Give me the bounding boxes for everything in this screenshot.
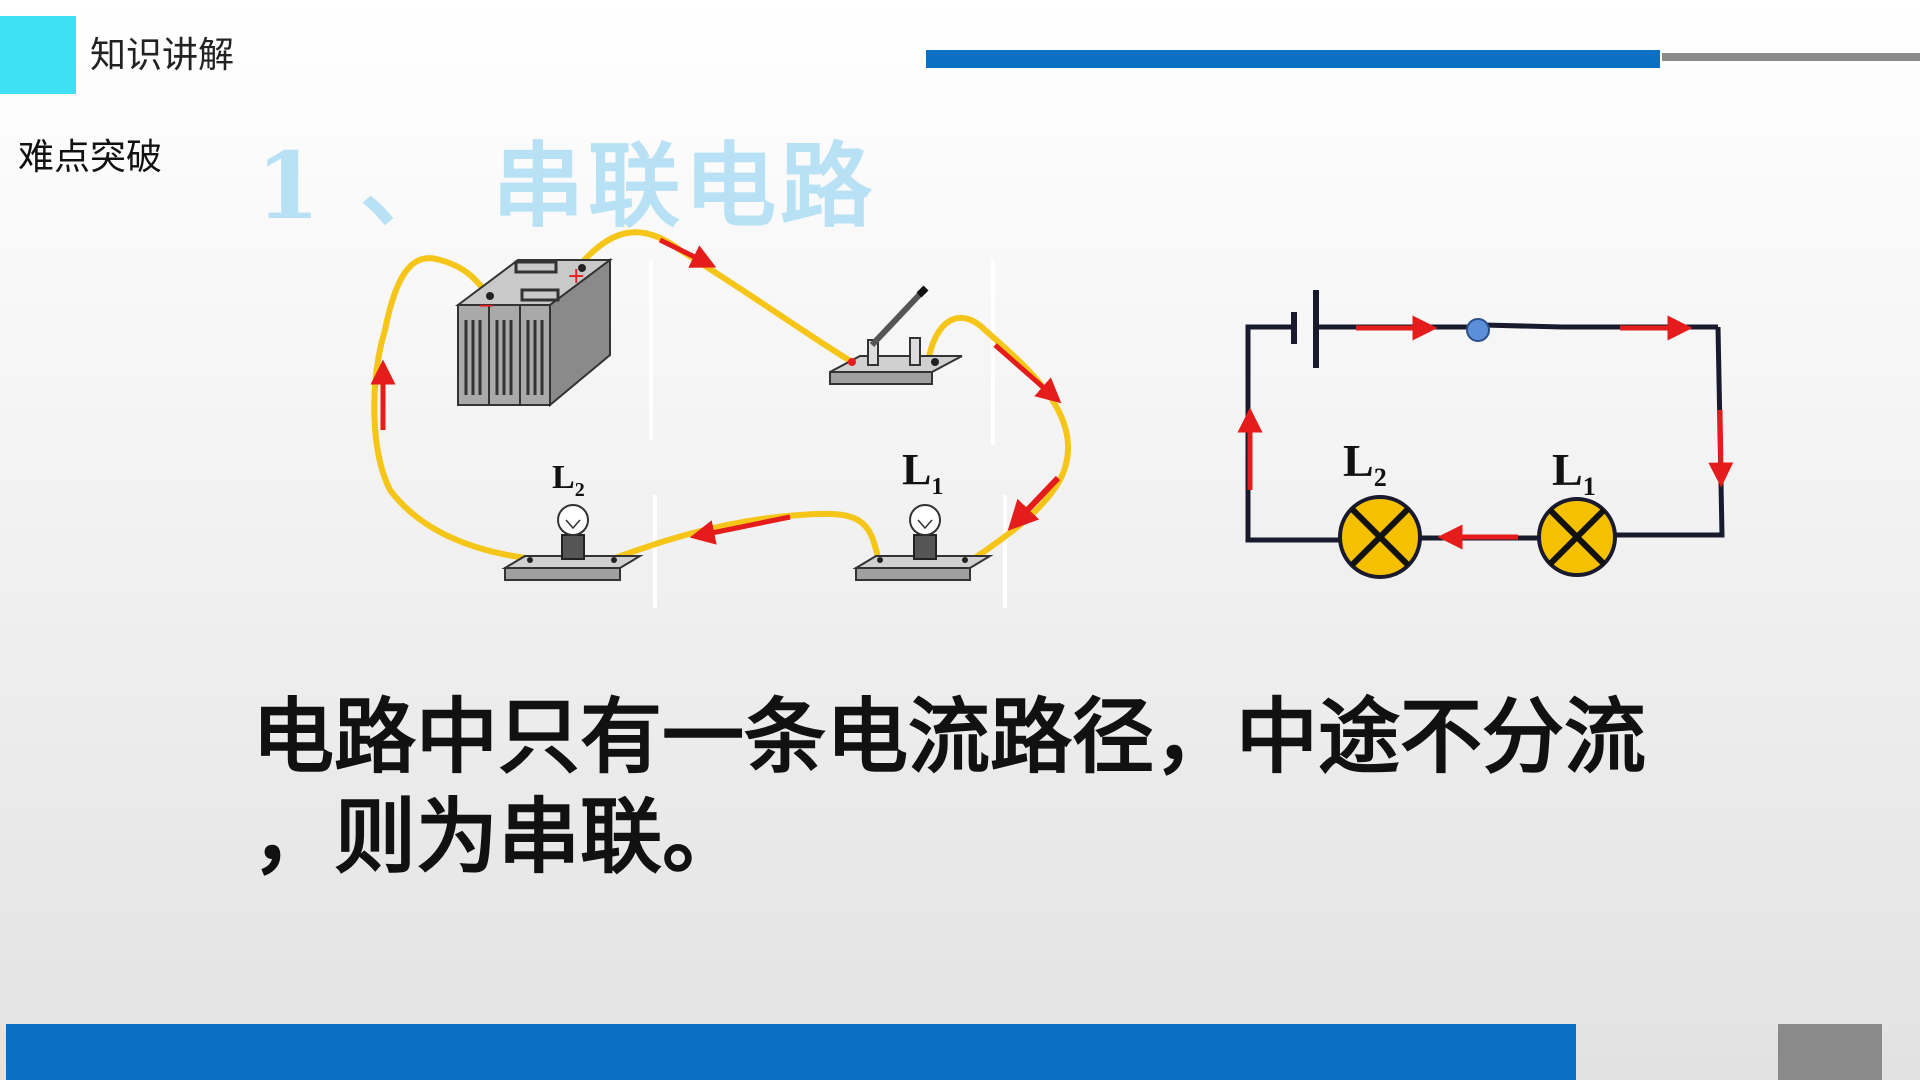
- lamp-l1: [852, 504, 994, 581]
- schematic-l2-label: L2: [1343, 435, 1387, 492]
- battery: + −: [455, 258, 613, 408]
- page-subtitle: 难点突破: [18, 137, 163, 178]
- schematic-lamp-l2: [1338, 495, 1422, 579]
- lamp-l2: [501, 504, 644, 581]
- statement-text: 电路中只有一条电流路径，中途不分流 ，则为串联。: [252, 688, 1732, 888]
- footer-blue-bar: [6, 1024, 1576, 1080]
- lamp-l2-label: L2: [552, 459, 585, 501]
- lamp-l1-label: L1: [902, 445, 943, 500]
- footer-gray-block: [1778, 1024, 1882, 1080]
- schematic-circuit: L2 L1: [1237, 290, 1734, 579]
- schematic-l1-label: L1: [1552, 444, 1596, 501]
- switch-node: [1466, 318, 1490, 342]
- header-title: 知识讲解: [90, 35, 235, 76]
- statement-line-1: 电路中只有一条电流路径，中途不分流: [252, 690, 1647, 785]
- physical-circuit: + −: [370, 229, 1072, 608]
- header-gray-bar: [1662, 53, 1920, 61]
- schematic-lamp-l1: [1537, 497, 1617, 577]
- battery-plus-label: +: [567, 264, 585, 289]
- knife-switch: [829, 285, 963, 385]
- schematic-current-arrows: [1237, 315, 1734, 550]
- header-blue-bar: [926, 50, 1660, 68]
- current-arrows: [370, 237, 1062, 545]
- battery-minus-label: −: [478, 293, 495, 317]
- section-title: 1 、 串联电路: [256, 132, 877, 240]
- header-accent-block: [0, 16, 76, 94]
- schematic-wire: [1245, 322, 1725, 543]
- statement-line-2: ，则为串联。: [252, 790, 745, 885]
